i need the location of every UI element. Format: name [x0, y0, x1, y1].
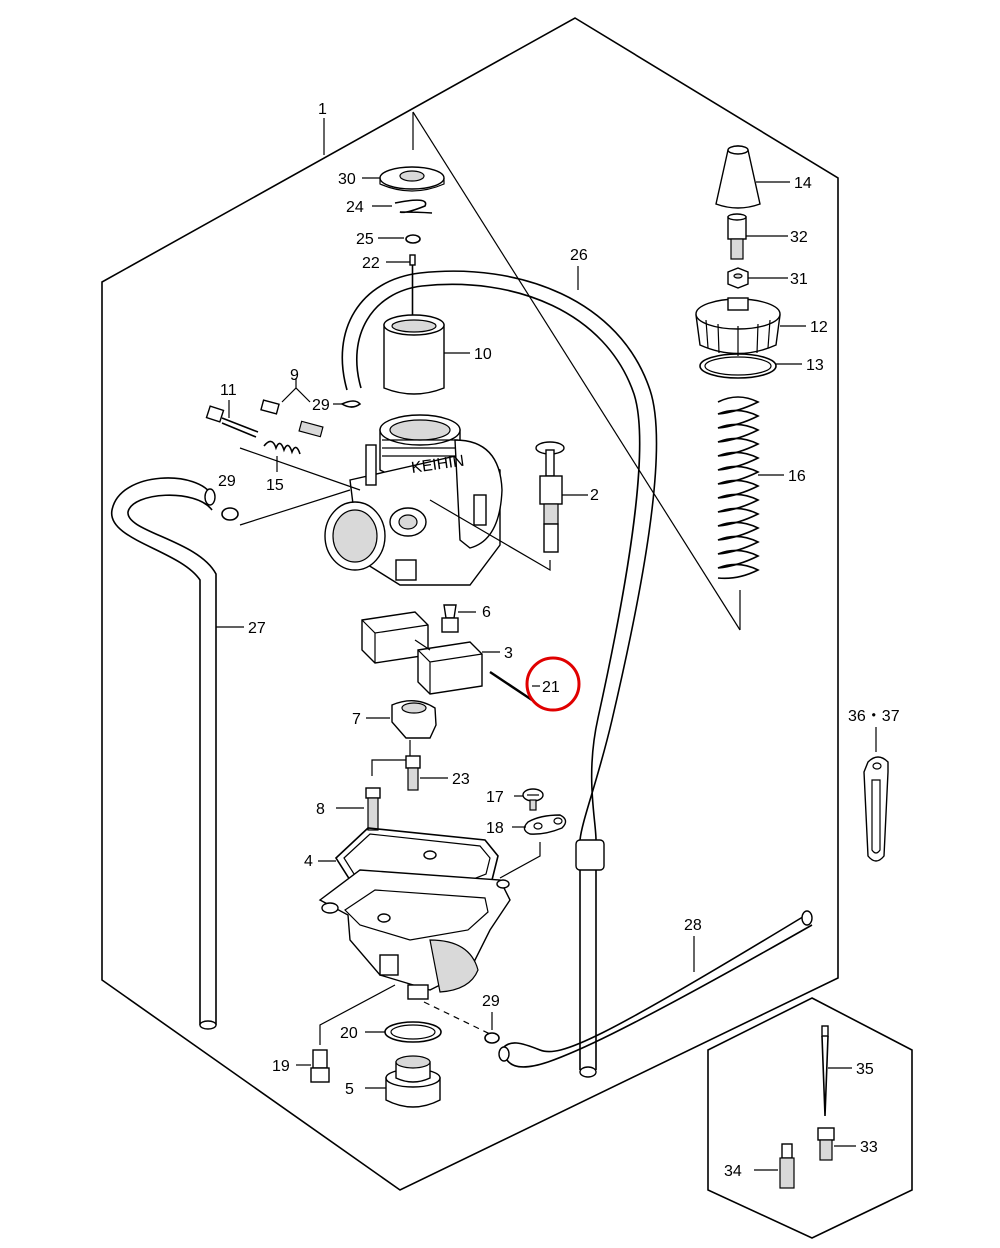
part-21-float-pin — [489, 671, 533, 701]
part-29-clip-lower — [484, 1032, 500, 1044]
callout-35: 35 — [856, 1061, 874, 1078]
callout-26: 26 — [570, 247, 588, 264]
callout-3: 3 — [504, 645, 513, 662]
part-35-needle — [821, 1025, 829, 1117]
part-33-jet — [817, 1127, 835, 1161]
callout-7: 7 — [352, 711, 361, 728]
part-27-hose — [111, 477, 213, 1025]
callout-14: 14 — [794, 175, 812, 192]
callout-24: 24 — [346, 199, 364, 216]
callout-34: 34 — [724, 1163, 742, 1180]
part-2-plunger — [535, 441, 565, 553]
part-13-o-ring — [699, 353, 777, 379]
part-34-jet — [779, 1143, 795, 1189]
highlight-circle-21 — [525, 656, 581, 712]
callout-5: 5 — [345, 1081, 354, 1098]
part-5-plug — [385, 1055, 441, 1108]
callout-2: 2 — [590, 487, 599, 504]
callout-12: 12 — [810, 319, 828, 336]
callout-18: 18 — [486, 820, 504, 837]
part-14-cap-cover — [715, 145, 761, 209]
callout-30: 30 — [338, 171, 356, 188]
callout-6: 6 — [482, 604, 491, 621]
callout-9: 9 — [290, 367, 299, 384]
part-31-nut — [727, 267, 749, 289]
callout-1: 1 — [318, 101, 327, 118]
part-17-screw — [522, 788, 544, 811]
part-12-top-cap — [695, 297, 781, 356]
callout-29-left: 29 — [218, 473, 236, 490]
callout-33: 33 — [860, 1139, 878, 1156]
part-28-tube — [502, 914, 807, 1053]
part-15-spring — [263, 440, 301, 455]
callout-19: 19 — [272, 1058, 290, 1075]
callout-labels: 1 2 3 4 5 6 7 8 9 10 11 12 13 14 15 16 1… — [218, 101, 900, 1180]
part-26-hose — [341, 270, 658, 1070]
callout-36-37: 36・37 — [848, 708, 900, 725]
part-23-jet — [405, 755, 421, 791]
callout-32: 32 — [790, 229, 808, 246]
part-9-pilot-screw — [260, 399, 324, 438]
callout-31: 31 — [790, 271, 808, 288]
part-3-float — [361, 611, 483, 695]
callout-28: 28 — [684, 917, 702, 934]
part-11-screw — [205, 405, 259, 438]
part-16-spring — [717, 396, 760, 580]
hose-clamp — [575, 839, 605, 871]
leader-diagonal — [412, 111, 741, 631]
callout-25: 25 — [356, 231, 374, 248]
callout-4: 4 — [304, 853, 313, 870]
part-32-adjuster — [727, 213, 747, 260]
part-8-main-jet — [365, 787, 381, 831]
part-10-throttle-valve — [383, 314, 445, 395]
part-18-bracket — [523, 814, 567, 835]
part-24-clip — [394, 199, 433, 214]
callout-17: 17 — [486, 789, 504, 806]
part-30-washer — [379, 166, 445, 192]
callout-27: 27 — [248, 620, 266, 637]
callout-21: 21 — [542, 679, 560, 696]
part-7-jet-holder — [391, 700, 437, 739]
part-29-clip-left — [221, 507, 239, 521]
part-19-drain-screw — [310, 1049, 330, 1083]
callout-16: 16 — [788, 468, 806, 485]
callout-20: 20 — [340, 1025, 358, 1042]
assembly-frame — [101, 17, 839, 1191]
callout-8: 8 — [316, 801, 325, 818]
float-chamber — [318, 850, 511, 1000]
callout-10: 10 — [474, 346, 492, 363]
callout-13: 13 — [806, 357, 824, 374]
callout-11: 11 — [220, 382, 237, 399]
callout-22: 22 — [362, 255, 380, 272]
callout-29-upper: 29 — [312, 397, 330, 414]
callout-23: 23 — [452, 771, 470, 788]
part-36-37-bracket — [863, 756, 889, 862]
callout-15: 15 — [266, 477, 284, 494]
part-6-needle-valve — [441, 604, 459, 633]
carburetor-body: KEIHIN — [324, 414, 503, 586]
callout-29-lower: 29 — [482, 993, 500, 1010]
part-29-clip-upper — [340, 400, 362, 408]
part-25-clip — [405, 234, 421, 244]
inset-frame — [707, 997, 913, 1239]
